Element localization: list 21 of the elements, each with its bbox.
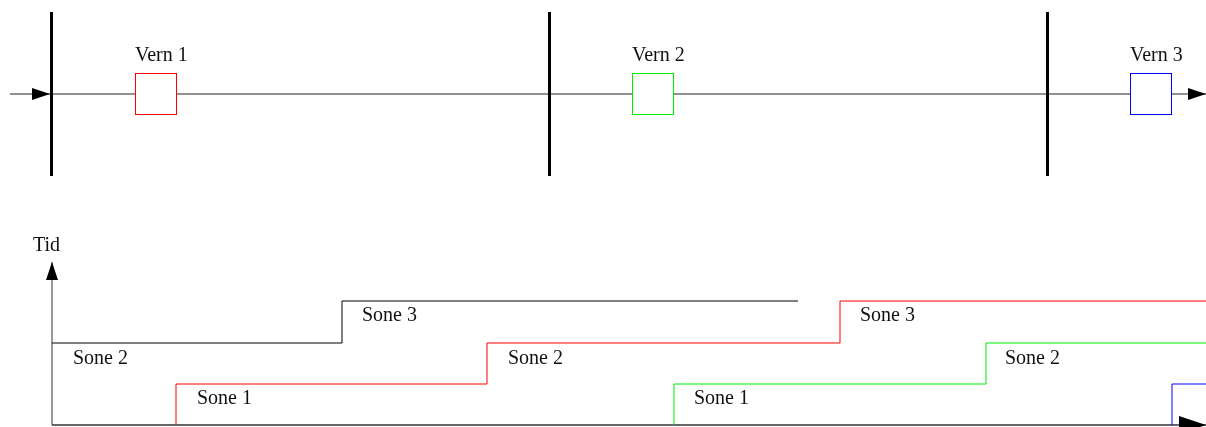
busbar: [1046, 12, 1049, 176]
axis-label: Tid: [33, 233, 61, 255]
arrow: [9, 88, 51, 100]
zone-label: Sone 2: [73, 346, 128, 368]
line: [52, 93, 136, 95]
line: [176, 93, 549, 95]
zone-label: Sone 1: [694, 386, 749, 408]
arrow: [1171, 88, 1206, 100]
busbar: [50, 12, 53, 176]
line: [550, 93, 633, 95]
zone-label: Sone 1: [197, 386, 252, 408]
relay-label: Vern 2: [632, 43, 685, 65]
zone-label: Sone 2: [1005, 346, 1060, 368]
relay-label: Vern 3: [1130, 43, 1183, 65]
relay-label: Vern 1: [135, 43, 188, 65]
line: [1048, 93, 1131, 95]
zone-label: Sone 2: [508, 346, 563, 368]
zone-label: Sone 3: [362, 303, 417, 325]
line: [673, 93, 1047, 95]
busbar: [548, 12, 551, 176]
zone-label: Sone 3: [860, 303, 915, 325]
